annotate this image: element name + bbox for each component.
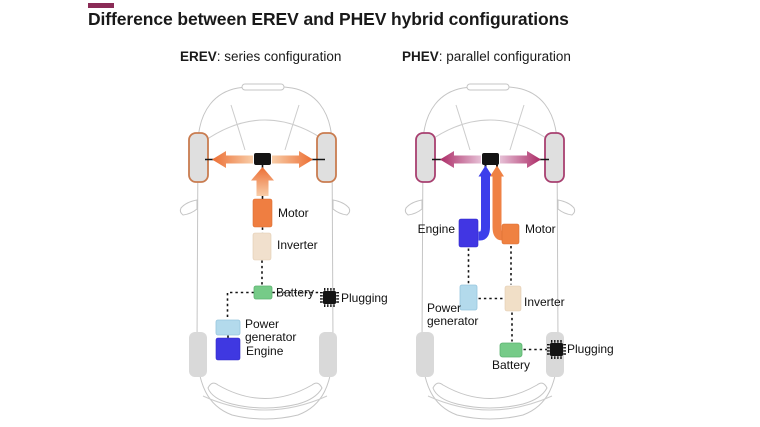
car-outline xyxy=(404,83,576,420)
power-generator-label-line1: Power xyxy=(245,317,279,331)
power-generator-label-line2: generator xyxy=(427,314,478,328)
chip-icon xyxy=(547,339,566,360)
motor-label: Motor xyxy=(278,206,309,220)
phev-panel-heading: PHEV: parallel configuration xyxy=(402,49,571,64)
drive-arrow-left xyxy=(440,151,481,168)
plugging-label: Plugging xyxy=(567,342,614,356)
battery-label: Battery xyxy=(492,358,530,372)
car-sunroof xyxy=(466,83,510,91)
power-generator-label-line2: generator xyxy=(245,330,296,344)
engine-box xyxy=(215,337,241,361)
motor-box xyxy=(252,198,273,228)
connector-battery-powergen xyxy=(226,291,254,319)
car-mirror-left xyxy=(179,199,198,216)
engine-power-arrowhead xyxy=(478,165,493,177)
inverter-label: Inverter xyxy=(524,295,565,309)
car-mirror-right xyxy=(332,199,351,216)
front-wheel-right xyxy=(316,132,337,183)
power-generator-box xyxy=(459,284,478,311)
inverter-label: Inverter xyxy=(277,238,318,252)
motor-to-axle-arrow xyxy=(251,167,274,196)
car-body xyxy=(421,85,559,420)
engine-box xyxy=(458,218,479,248)
car-hood-crease-left xyxy=(455,104,471,151)
wheels xyxy=(188,132,337,377)
car-trunk-line xyxy=(202,395,328,411)
car-sunroof xyxy=(241,83,285,91)
page-title: Difference between EREV and PHEV hybrid … xyxy=(88,9,569,29)
battery-label: Battery xyxy=(276,286,314,300)
engine-label: Engine xyxy=(418,222,456,236)
plugging-label: Plugging xyxy=(341,291,388,305)
axle-block xyxy=(254,153,271,165)
chip-body xyxy=(550,343,563,356)
car-windshield-line xyxy=(202,119,328,143)
front-wheel-left xyxy=(415,132,436,183)
inverter-box xyxy=(252,232,272,261)
car-mirror-left xyxy=(404,199,423,216)
car-mirror-right xyxy=(557,199,576,216)
phev-heading-desc: : parallel configuration xyxy=(438,49,571,64)
erev-heading-term: EREV xyxy=(180,49,217,64)
drive-arrow-left xyxy=(212,151,253,168)
power-generator-label-line1: Power xyxy=(427,301,461,315)
car-windshield-line xyxy=(427,119,553,143)
dashed-connectors xyxy=(467,246,547,351)
car-hood-crease-right xyxy=(284,104,300,151)
erev-panel-heading: EREV: series configuration xyxy=(180,49,341,64)
battery-box xyxy=(253,285,273,300)
drive-arrow-right xyxy=(500,151,541,168)
axle-block xyxy=(482,153,499,165)
power-generator-box xyxy=(215,319,241,336)
motor-label: Motor xyxy=(525,222,556,236)
dashed-connectors xyxy=(226,227,320,339)
car-hood-crease-right xyxy=(509,104,525,151)
phev-heading-term: PHEV xyxy=(402,49,439,64)
engine-power-ribbon xyxy=(475,176,490,241)
front-wheel-right xyxy=(544,132,565,183)
car-rear-window xyxy=(432,382,548,409)
front-wheel-left xyxy=(188,132,209,183)
chip-icon xyxy=(319,287,340,308)
car-trunk-line xyxy=(427,395,553,411)
car-rear-window xyxy=(207,382,323,409)
erev-car-diagram: Motor Inverter Battery Plugging Power ge… xyxy=(179,83,388,420)
motor-power-arrowhead xyxy=(490,165,504,177)
rear-wheel-left xyxy=(416,332,434,377)
motor-box xyxy=(501,223,520,245)
phev-car-diagram: Engine Motor Power generator Inverter Ba… xyxy=(404,83,614,420)
rear-wheel-left xyxy=(189,332,207,377)
erev-heading-desc: : series configuration xyxy=(216,49,342,64)
car-hood-crease-left xyxy=(230,104,246,151)
rear-wheel-right xyxy=(319,332,337,377)
inverter-box xyxy=(504,285,522,312)
battery-box xyxy=(499,342,523,358)
title-accent-bar xyxy=(88,3,114,8)
chip-body xyxy=(323,291,336,304)
engine-label: Engine xyxy=(246,344,284,358)
drive-arrow-right xyxy=(272,151,313,168)
